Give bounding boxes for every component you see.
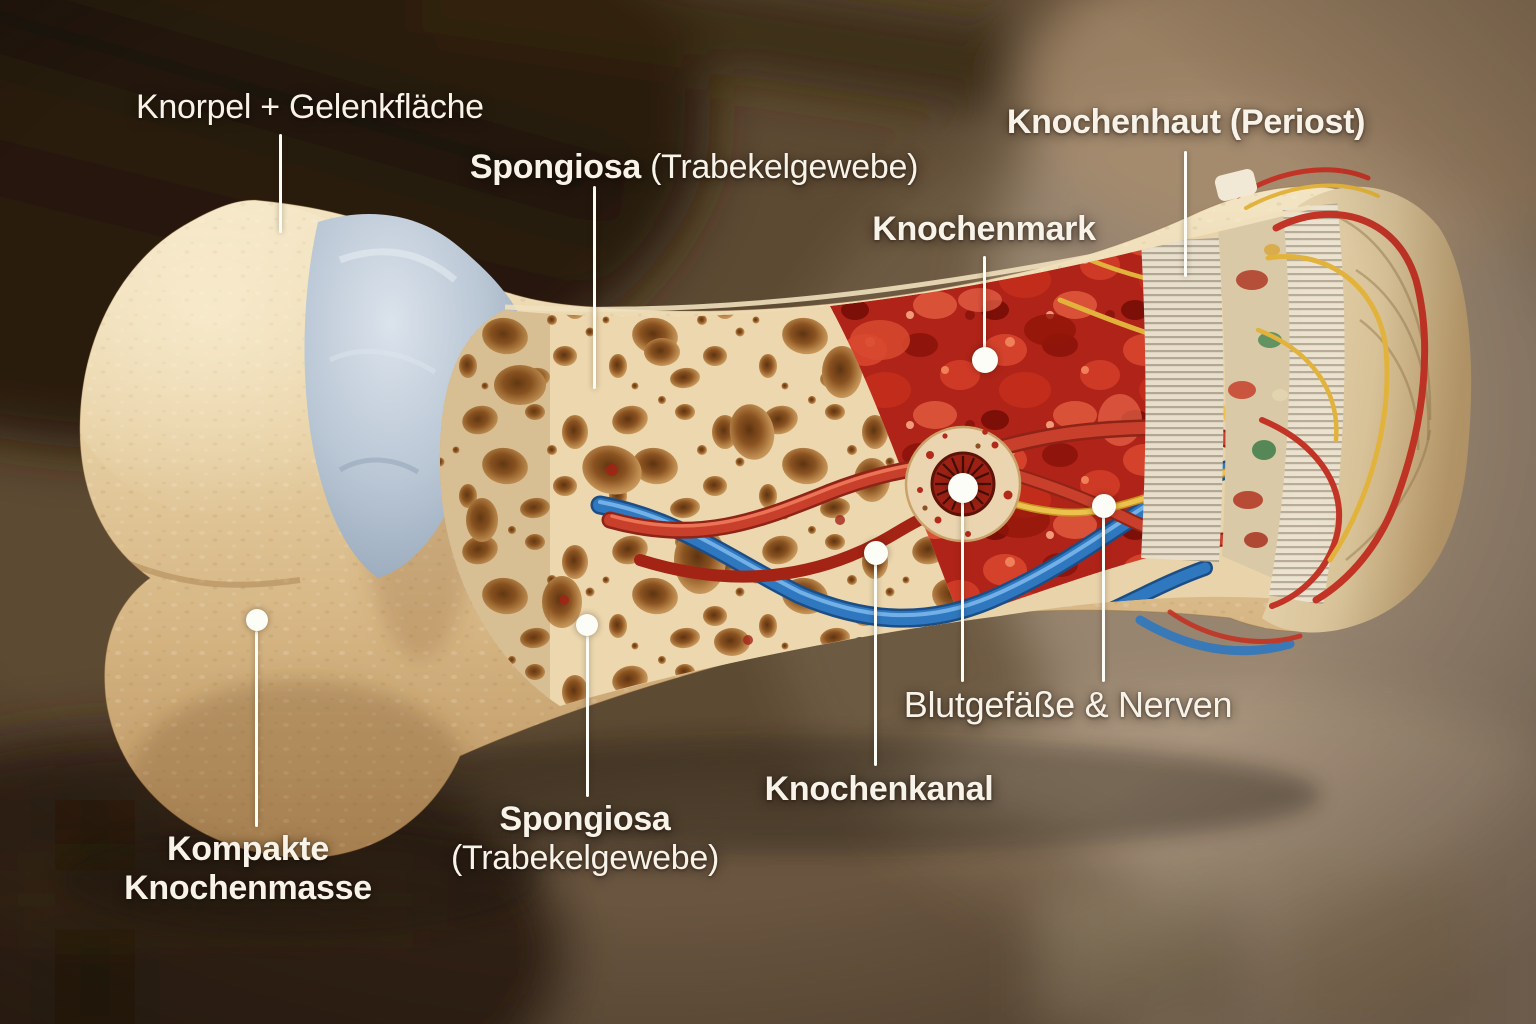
- leader-dot-knochenmark: [972, 347, 998, 373]
- leader-dot-kompakte: [246, 609, 268, 631]
- leader-dot-blutgefaesse-1: [948, 473, 978, 503]
- leader-dot-blutgefaesse-2: [1092, 494, 1116, 518]
- leader-line-spongiosa-bottom: [586, 636, 589, 797]
- leader-line-knorpel: [279, 134, 282, 233]
- label-spongiosa-bottom: Spongiosa (Trabekelgewebe): [451, 800, 719, 879]
- leader-line-blutgefaesse-1: [961, 500, 964, 682]
- label-spongiosa-bottom-regular: (Trabekelgewebe): [451, 839, 719, 878]
- label-knochenmark: Knochenmark: [872, 210, 1096, 248]
- label-spongiosa-top: Spongiosa (Trabekelgewebe): [469, 148, 919, 187]
- label-knochenkanal: Knochenkanal: [764, 770, 994, 808]
- leader-line-knochenmark: [983, 256, 986, 353]
- label-blutgefaesse-nerven: Blutgefäße & Nerven: [903, 684, 1233, 725]
- label-kompakte-line1: Kompakte: [167, 830, 329, 868]
- leader-line-kompakte: [255, 631, 258, 827]
- label-kompakte-knochenmasse: Kompakte Knochenmasse: [124, 830, 372, 909]
- label-spongiosa-top-bold: Spongiosa: [469, 148, 641, 186]
- leader-line-blutgefaesse-2: [1102, 517, 1105, 682]
- leader-line-knochenhaut: [1184, 151, 1187, 277]
- label-knorpel-gelenkflaeche: Knorpel + Gelenkfläche: [136, 88, 484, 126]
- leader-dot-knochenkanal: [864, 541, 888, 565]
- leader-line-knochenkanal: [874, 564, 877, 766]
- label-spongiosa-bottom-bold: Spongiosa: [499, 800, 671, 838]
- label-knochenhaut-periost: Knochenhaut (Periost): [1006, 103, 1366, 141]
- leader-line-spongiosa-top: [593, 186, 596, 389]
- label-kompakte-line2: Knochenmasse: [124, 869, 372, 908]
- label-spongiosa-top-regular: (Trabekelgewebe): [640, 148, 919, 186]
- leader-dot-spongiosa-bottom: [576, 614, 598, 636]
